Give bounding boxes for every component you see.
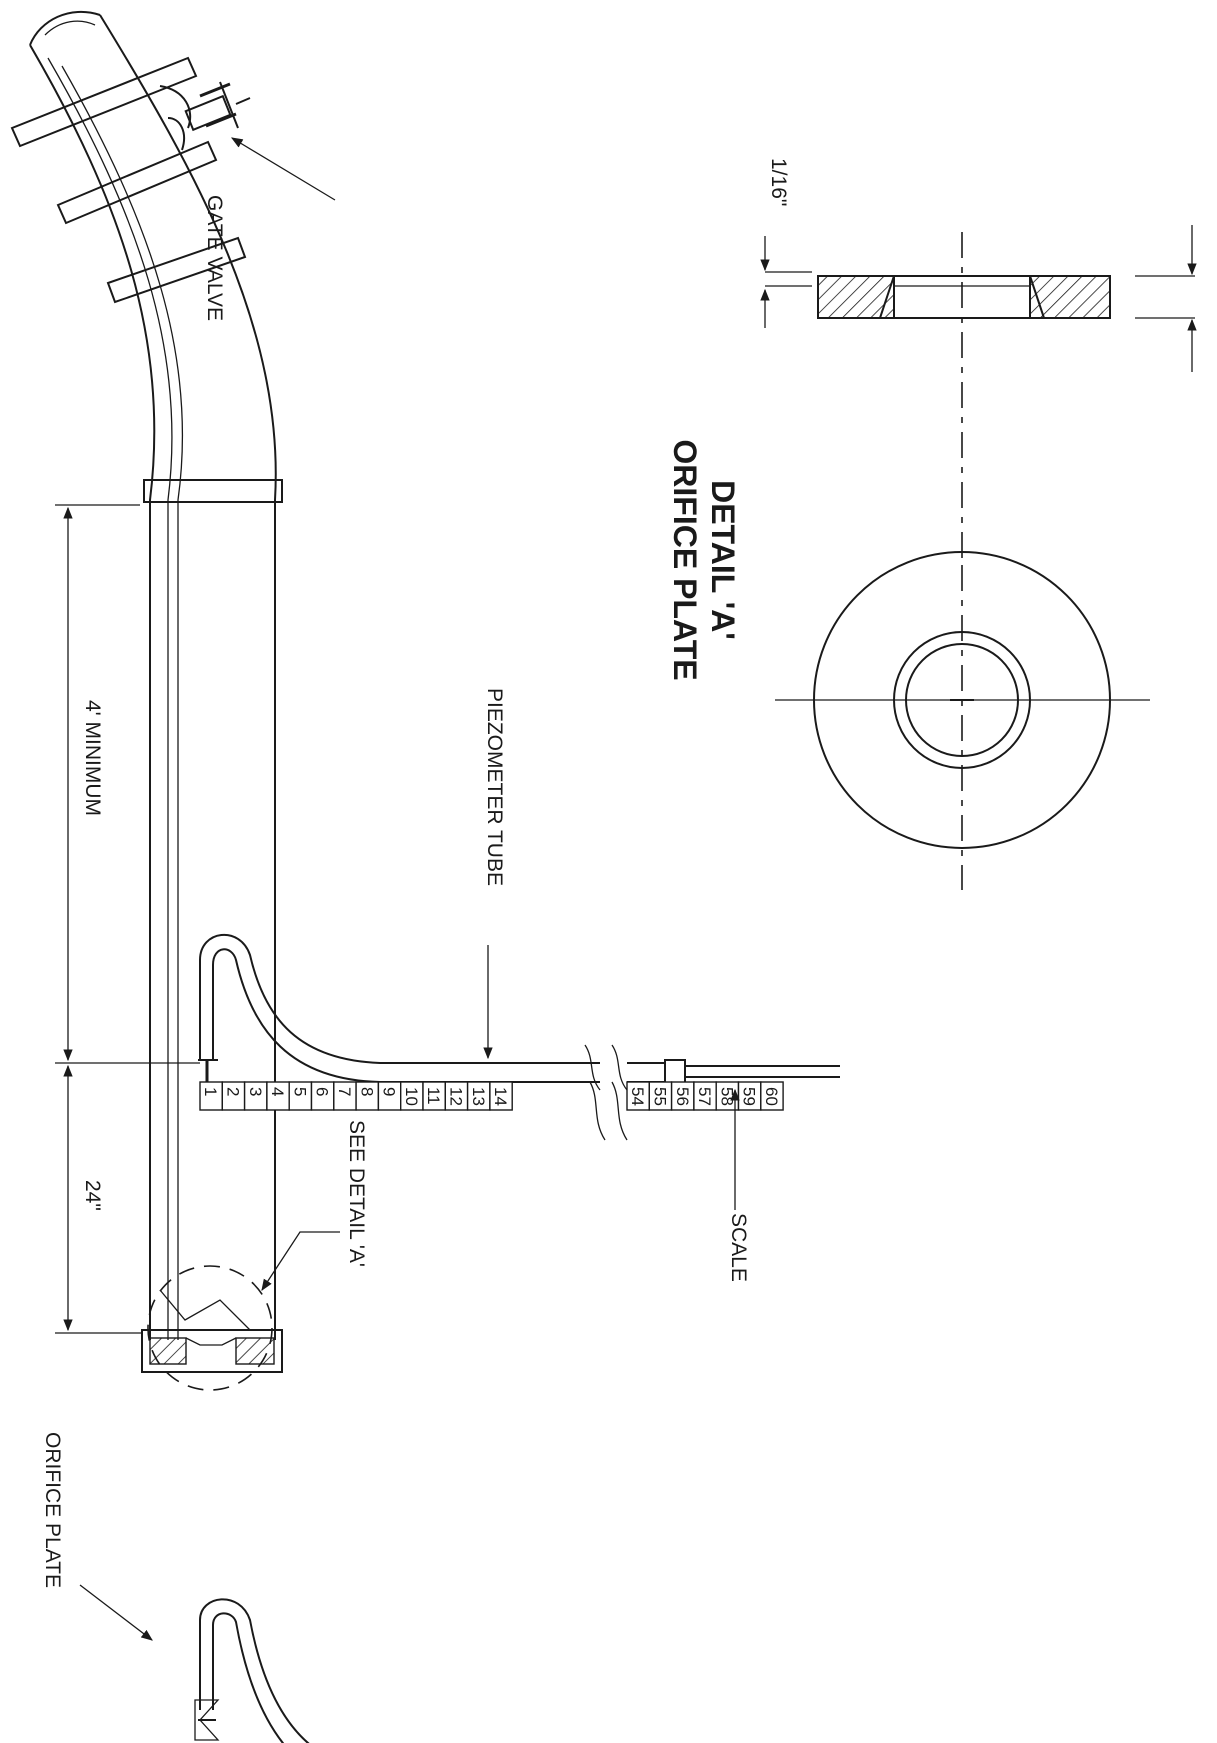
scale-number: 11: [424, 1087, 443, 1105]
detail-a-section: [817, 232, 1111, 560]
side-view-tube: [194, 1598, 310, 1743]
scale-number: 7: [335, 1087, 354, 1096]
scale-number: 55: [650, 1087, 669, 1106]
detail-a-plan-view: [775, 551, 1150, 890]
scale-number: 4: [268, 1087, 287, 1096]
dimension-24in: [55, 1064, 142, 1334]
scale-number: 14: [491, 1087, 510, 1106]
scale-cell: [760, 1081, 784, 1111]
detail-a-dimensions: [760, 225, 1197, 372]
scale-number: 2: [223, 1087, 242, 1096]
piezometer-tube: [198, 933, 840, 1091]
scale-number: 60: [762, 1087, 781, 1106]
scale-number: 9: [380, 1087, 399, 1096]
gate-valve: [159, 81, 251, 151]
scale-number: 54: [628, 1087, 647, 1106]
scale-break: [589, 1081, 628, 1141]
scale-number: 8: [357, 1087, 376, 1096]
scale-number: 12: [446, 1087, 465, 1106]
scale-cell: [489, 1081, 513, 1111]
scale-number: 58: [717, 1087, 736, 1106]
scale-number: 10: [402, 1087, 421, 1106]
pipe-orifice-assembly: [141, 1265, 283, 1391]
scale-number: 5: [290, 1087, 309, 1096]
scale-number: 6: [313, 1087, 332, 1096]
dimension-4ft: [55, 504, 200, 1064]
scale-number: 1: [201, 1087, 220, 1096]
main-pipe: [29, 10, 277, 1340]
pipe-clamps: [10, 56, 283, 503]
scale-number: 13: [469, 1087, 488, 1106]
scale-number: 57: [695, 1087, 714, 1106]
scale-number: 59: [740, 1087, 759, 1106]
scale-number: 3: [246, 1087, 265, 1096]
leader-lines: [79, 137, 740, 1641]
scale-number: 56: [673, 1087, 692, 1106]
